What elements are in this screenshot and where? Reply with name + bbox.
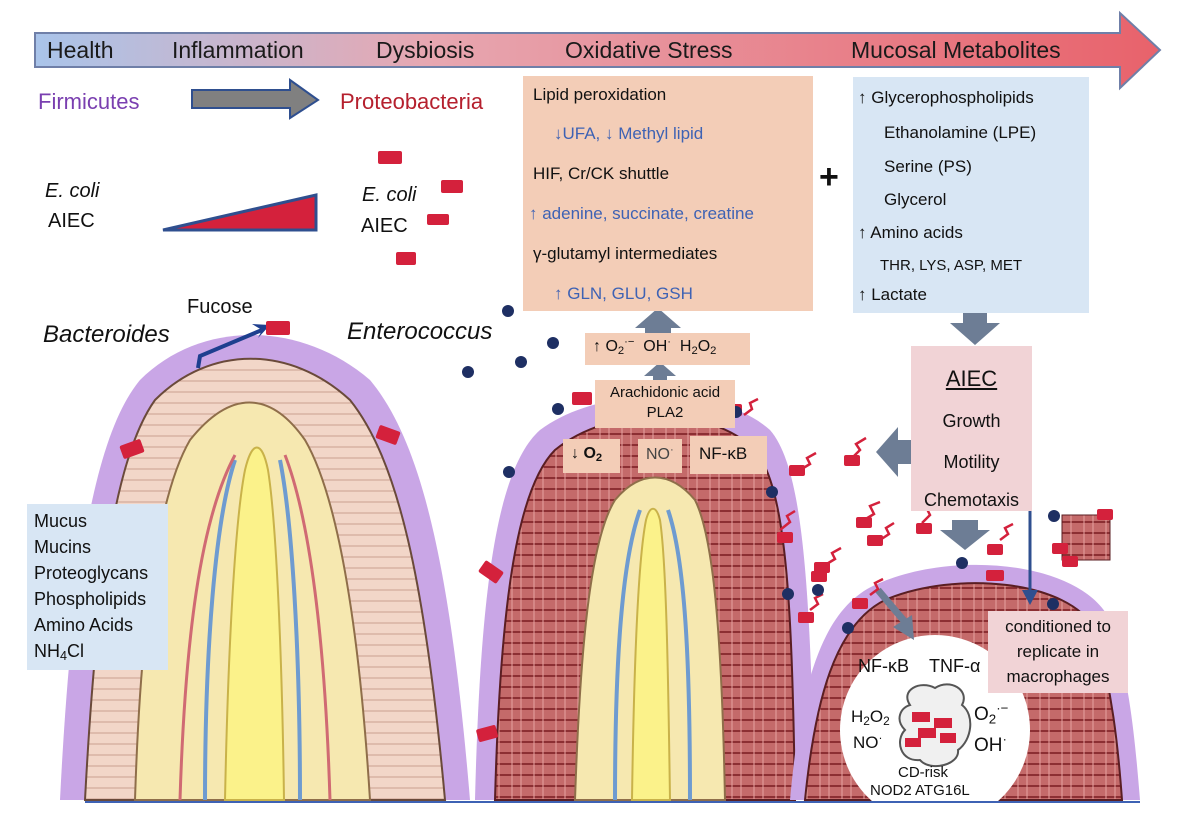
- mucus-item: Mucins: [34, 537, 92, 557]
- met-amino-acids: ↑ Amino acids: [858, 223, 963, 242]
- no-chip: NO·: [638, 439, 682, 473]
- macro-nfkb: NF-κB: [858, 656, 909, 676]
- macro-h2o2: H2O2: [851, 707, 890, 728]
- arrow-down-aiec: [940, 520, 990, 550]
- ecoli-label-mid: E. coli: [362, 184, 417, 206]
- stage-oxidative-stress: Oxidative Stress: [565, 37, 733, 63]
- bacteria-group: [119, 151, 1113, 742]
- macro-cd-risk: CD-risk: [898, 764, 948, 781]
- met-serine: Serine (PS): [884, 157, 972, 176]
- metabolites-box: ↑ Glycerophospholipids Ethanolamine (LPE…: [853, 77, 1089, 313]
- progression-arrow: [34, 10, 1162, 91]
- ecoli-label-left: E. coli: [45, 180, 100, 202]
- conditioned-box: conditioned to replicate in macrophages: [988, 611, 1128, 693]
- ros-chip: ↑ O2·− OH· H2O2: [585, 333, 750, 365]
- proteobacteria-label: Proteobacteria: [340, 89, 484, 114]
- pla2-label: PLA2: [646, 404, 684, 421]
- ox-ufa: ↓UFA, ↓ Methyl lipid: [554, 124, 704, 143]
- met-amino-list: THR, LYS, ASP, MET: [880, 257, 1022, 274]
- mucus-components-box: Mucus Mucins Proteoglycans Phospholipids…: [27, 504, 168, 670]
- arrow-down-metab: [950, 300, 1000, 345]
- mucus-item-nh4cl: NH4Cl: [34, 641, 85, 664]
- stage-health: Health: [47, 37, 114, 63]
- bacteroides-label: Bacteroides: [43, 321, 170, 348]
- met-ethanolamine: Ethanolamine (LPE): [884, 123, 1037, 142]
- mucus-item: Proteoglycans: [34, 563, 149, 583]
- macro-oh: OH·: [974, 731, 1007, 756]
- mucus-item: Amino Acids: [34, 615, 134, 635]
- arachidonic-box: Arachidonic acid PLA2: [595, 380, 735, 428]
- ox-glutamyl: γ-glutamyl intermediates: [533, 244, 718, 263]
- enterococcus-label: Enterococcus: [347, 318, 493, 345]
- macro-no: NO·: [853, 730, 883, 752]
- arrow-left-aiec: [876, 427, 912, 477]
- firmicutes-label: Firmicutes: [38, 89, 140, 114]
- nfkb-chip: NF-κB: [690, 436, 767, 474]
- aiec-box: AIEC Growth Motility Chemotaxis: [911, 346, 1032, 511]
- aiec-box-title: AIEC: [945, 366, 998, 391]
- aiec-motility: Motility: [943, 452, 1000, 472]
- ox-lipid-peroxidation: Lipid peroxidation: [533, 85, 667, 104]
- fucose-arrow: [196, 328, 263, 369]
- met-glycerol: Glycerol: [884, 190, 947, 209]
- shift-arrow: [191, 78, 320, 120]
- met-glycerophospholipids: ↑ Glycerophospholipids: [858, 88, 1034, 107]
- aiec-growth: Growth: [942, 411, 1001, 431]
- stage-inflammation: Inflammation: [172, 37, 304, 63]
- fucose-label: Fucose: [187, 296, 253, 318]
- stage-dysbiosis: Dysbiosis: [376, 37, 475, 63]
- plus-sign: +: [819, 158, 839, 196]
- ox-adenine: ↑ adenine, succinate, creatine: [529, 204, 754, 223]
- mucus-item: Phospholipids: [34, 589, 147, 609]
- arrow-up-ros: [635, 308, 681, 338]
- ros-arrow: ↑: [593, 338, 601, 355]
- aiec-label-mid: AIEC: [361, 215, 408, 237]
- macro-genes: NOD2 ATG16L: [870, 782, 970, 799]
- aiec-increase-wedge: [162, 193, 318, 232]
- o2-decrease-chip: ↓ O2: [563, 439, 620, 473]
- aiec-chemotaxis: Chemotaxis: [923, 490, 1020, 510]
- arrow-diag-macro: [875, 587, 908, 625]
- macro-tnf: TNF-α: [929, 656, 981, 676]
- ox-hif: HIF, Cr/CK shuttle: [533, 164, 670, 183]
- oxidative-stress-box: Lipid peroxidation ↓UFA, ↓ Methyl lipid …: [523, 76, 813, 311]
- mucus-item: Mucus: [34, 511, 88, 531]
- flagella-group: [743, 397, 1014, 611]
- macro-o2: O2·−: [974, 700, 1009, 727]
- aiec-label-left: AIEC: [48, 210, 95, 232]
- ox-gln: ↑ GLN, GLU, GSH: [554, 284, 693, 303]
- stage-mucosal-metabolites: Mucosal Metabolites: [851, 37, 1061, 63]
- met-lactate: ↑ Lactate: [858, 285, 927, 304]
- tissue-fragment: [1061, 514, 1111, 561]
- arachidonic-label: Arachidonic acid: [609, 384, 721, 401]
- arrow-up-arach: [644, 362, 676, 385]
